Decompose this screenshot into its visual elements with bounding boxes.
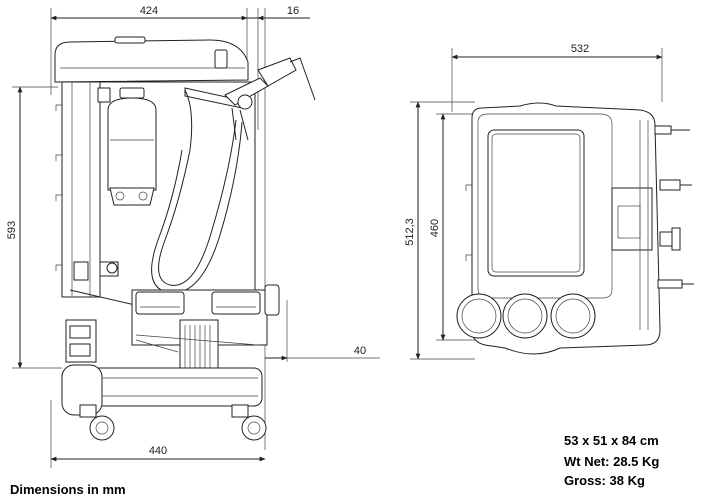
dimensions-footer: Dimensions in mm: [10, 482, 126, 497]
spec-weight-net: Wt Net: 28.5 Kg: [564, 454, 660, 469]
side-panel: [611, 187, 653, 251]
control-box: [65, 319, 97, 363]
top-cover: [54, 39, 249, 83]
compressor-unit: [131, 284, 280, 371]
dial-icon: [456, 293, 596, 339]
dim-width-bottom: 440: [149, 445, 167, 457]
handpiece-arm: [184, 57, 316, 141]
dim-width: 532: [571, 43, 589, 55]
tube: [158, 89, 237, 286]
bottle-icon: [97, 87, 157, 206]
spec-weight-gross: Gross: 38 Kg: [564, 473, 645, 488]
frame-column: [61, 81, 101, 298]
dim-depth-inner: 460: [429, 219, 441, 237]
wheel-icon: [79, 404, 267, 441]
fitting-icon: [654, 125, 694, 289]
dim-height: 593: [6, 221, 18, 239]
dim-offset-right: 40: [354, 345, 366, 357]
dim-offset-top: 16: [287, 5, 299, 17]
valve-icon: [69, 261, 136, 306]
dim-width-top: 424: [140, 5, 158, 17]
spec-size: 53 x 51 x 84 cm: [564, 433, 659, 448]
top-view: 532 512,3 460: [404, 43, 694, 360]
side-view: 424 16 593 440 40: [6, 5, 380, 468]
display-screen: [487, 129, 585, 277]
dim-depth-outer: 512,3: [404, 218, 416, 246]
base: [61, 364, 263, 416]
